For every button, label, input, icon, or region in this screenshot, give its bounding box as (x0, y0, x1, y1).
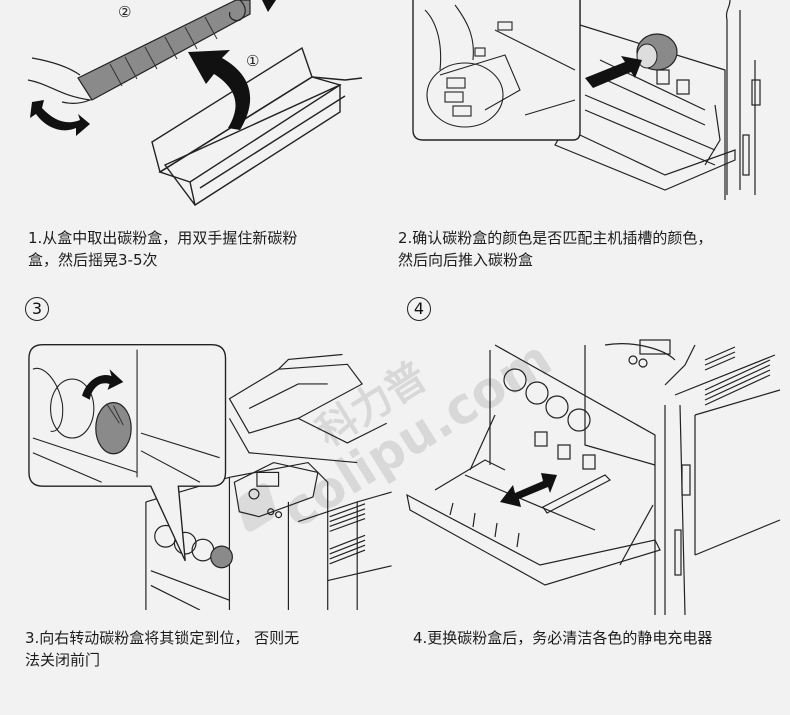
step-4-illustration (395, 325, 790, 615)
step-1-illustration: ② ① (0, 0, 395, 215)
step-3-caption-line-1: 3.向右转动碳粉盒将其锁定到位， 否则无 (25, 629, 300, 647)
toner-insert-drawing (412, 0, 761, 200)
step-3-caption-line-2: 法关闭前门 (25, 651, 101, 669)
printer-frame (579, 0, 726, 200)
step-3-caption: 3.向右转动碳粉盒将其锁定到位， 否则无 法关闭前门 (25, 627, 300, 671)
cleaning-rod (542, 474, 612, 514)
toner-dial (95, 402, 132, 455)
step-1-caption-line-1: 1.从盒中取出碳粉盒，用双手握住新碳粉 (28, 229, 298, 247)
step-1-caption: 1.从盒中取出碳粉盒，用双手握住新碳粉 盒，然后摇晃3-5次 (28, 227, 298, 271)
toner-lock-drawing (28, 343, 392, 610)
shake-arrow-icon (30, 100, 90, 136)
charger-clean-drawing (406, 339, 781, 615)
step-2-caption: 2.确认碳粉盒的颜色是否匹配主机插槽的颜色， 然后向后推入碳粉盒 (398, 227, 713, 271)
sub-label-1: ① (246, 52, 259, 70)
toner-shake-drawing: ② ① (27, 0, 363, 206)
watermark-logo-icon (236, 480, 278, 535)
watermark-en: colipu.com (272, 329, 562, 540)
step-2-illustration (395, 0, 790, 215)
step-4-caption: 4.更换碳粉盒后，务必清洁各色的静电充电器 (413, 627, 713, 649)
control-panel (233, 461, 319, 518)
vent-grille (329, 503, 366, 565)
step-4-caption-line-1: 4.更换碳粉盒后，务必清洁各色的静电充电器 (413, 629, 713, 647)
push-arrow-icon (585, 56, 642, 88)
rotate-arrow-icon (82, 369, 124, 400)
step-2-caption-line-1: 2.确认碳粉盒的颜色是否匹配主机插槽的颜色， (398, 229, 713, 247)
toner-box (151, 46, 363, 206)
vent-grille (704, 346, 771, 406)
step-2-caption-line-2: 然后向后推入碳粉盒 (398, 251, 534, 269)
front-door (406, 493, 661, 586)
step-1-caption-line-2: 盒，然后摇晃3-5次 (28, 251, 158, 269)
hands (27, 0, 246, 104)
step-3-badge: 3 (25, 297, 49, 321)
inset-callout (28, 343, 227, 562)
toner-cartridge (636, 33, 678, 71)
output-tray (228, 363, 363, 434)
step-3-illustration (0, 325, 395, 610)
inset-callout (412, 0, 581, 141)
toner-cartridge (77, 0, 251, 101)
lift-arrow-icon (188, 50, 251, 130)
watermark: 科力普 colipu.com (236, 294, 562, 540)
sub-label-2: ② (118, 3, 131, 21)
front-door (554, 127, 736, 191)
step-4-badge: 4 (407, 297, 431, 321)
arrow-fragment-icon (262, 0, 276, 12)
push-pull-arrow-icon (500, 473, 557, 507)
